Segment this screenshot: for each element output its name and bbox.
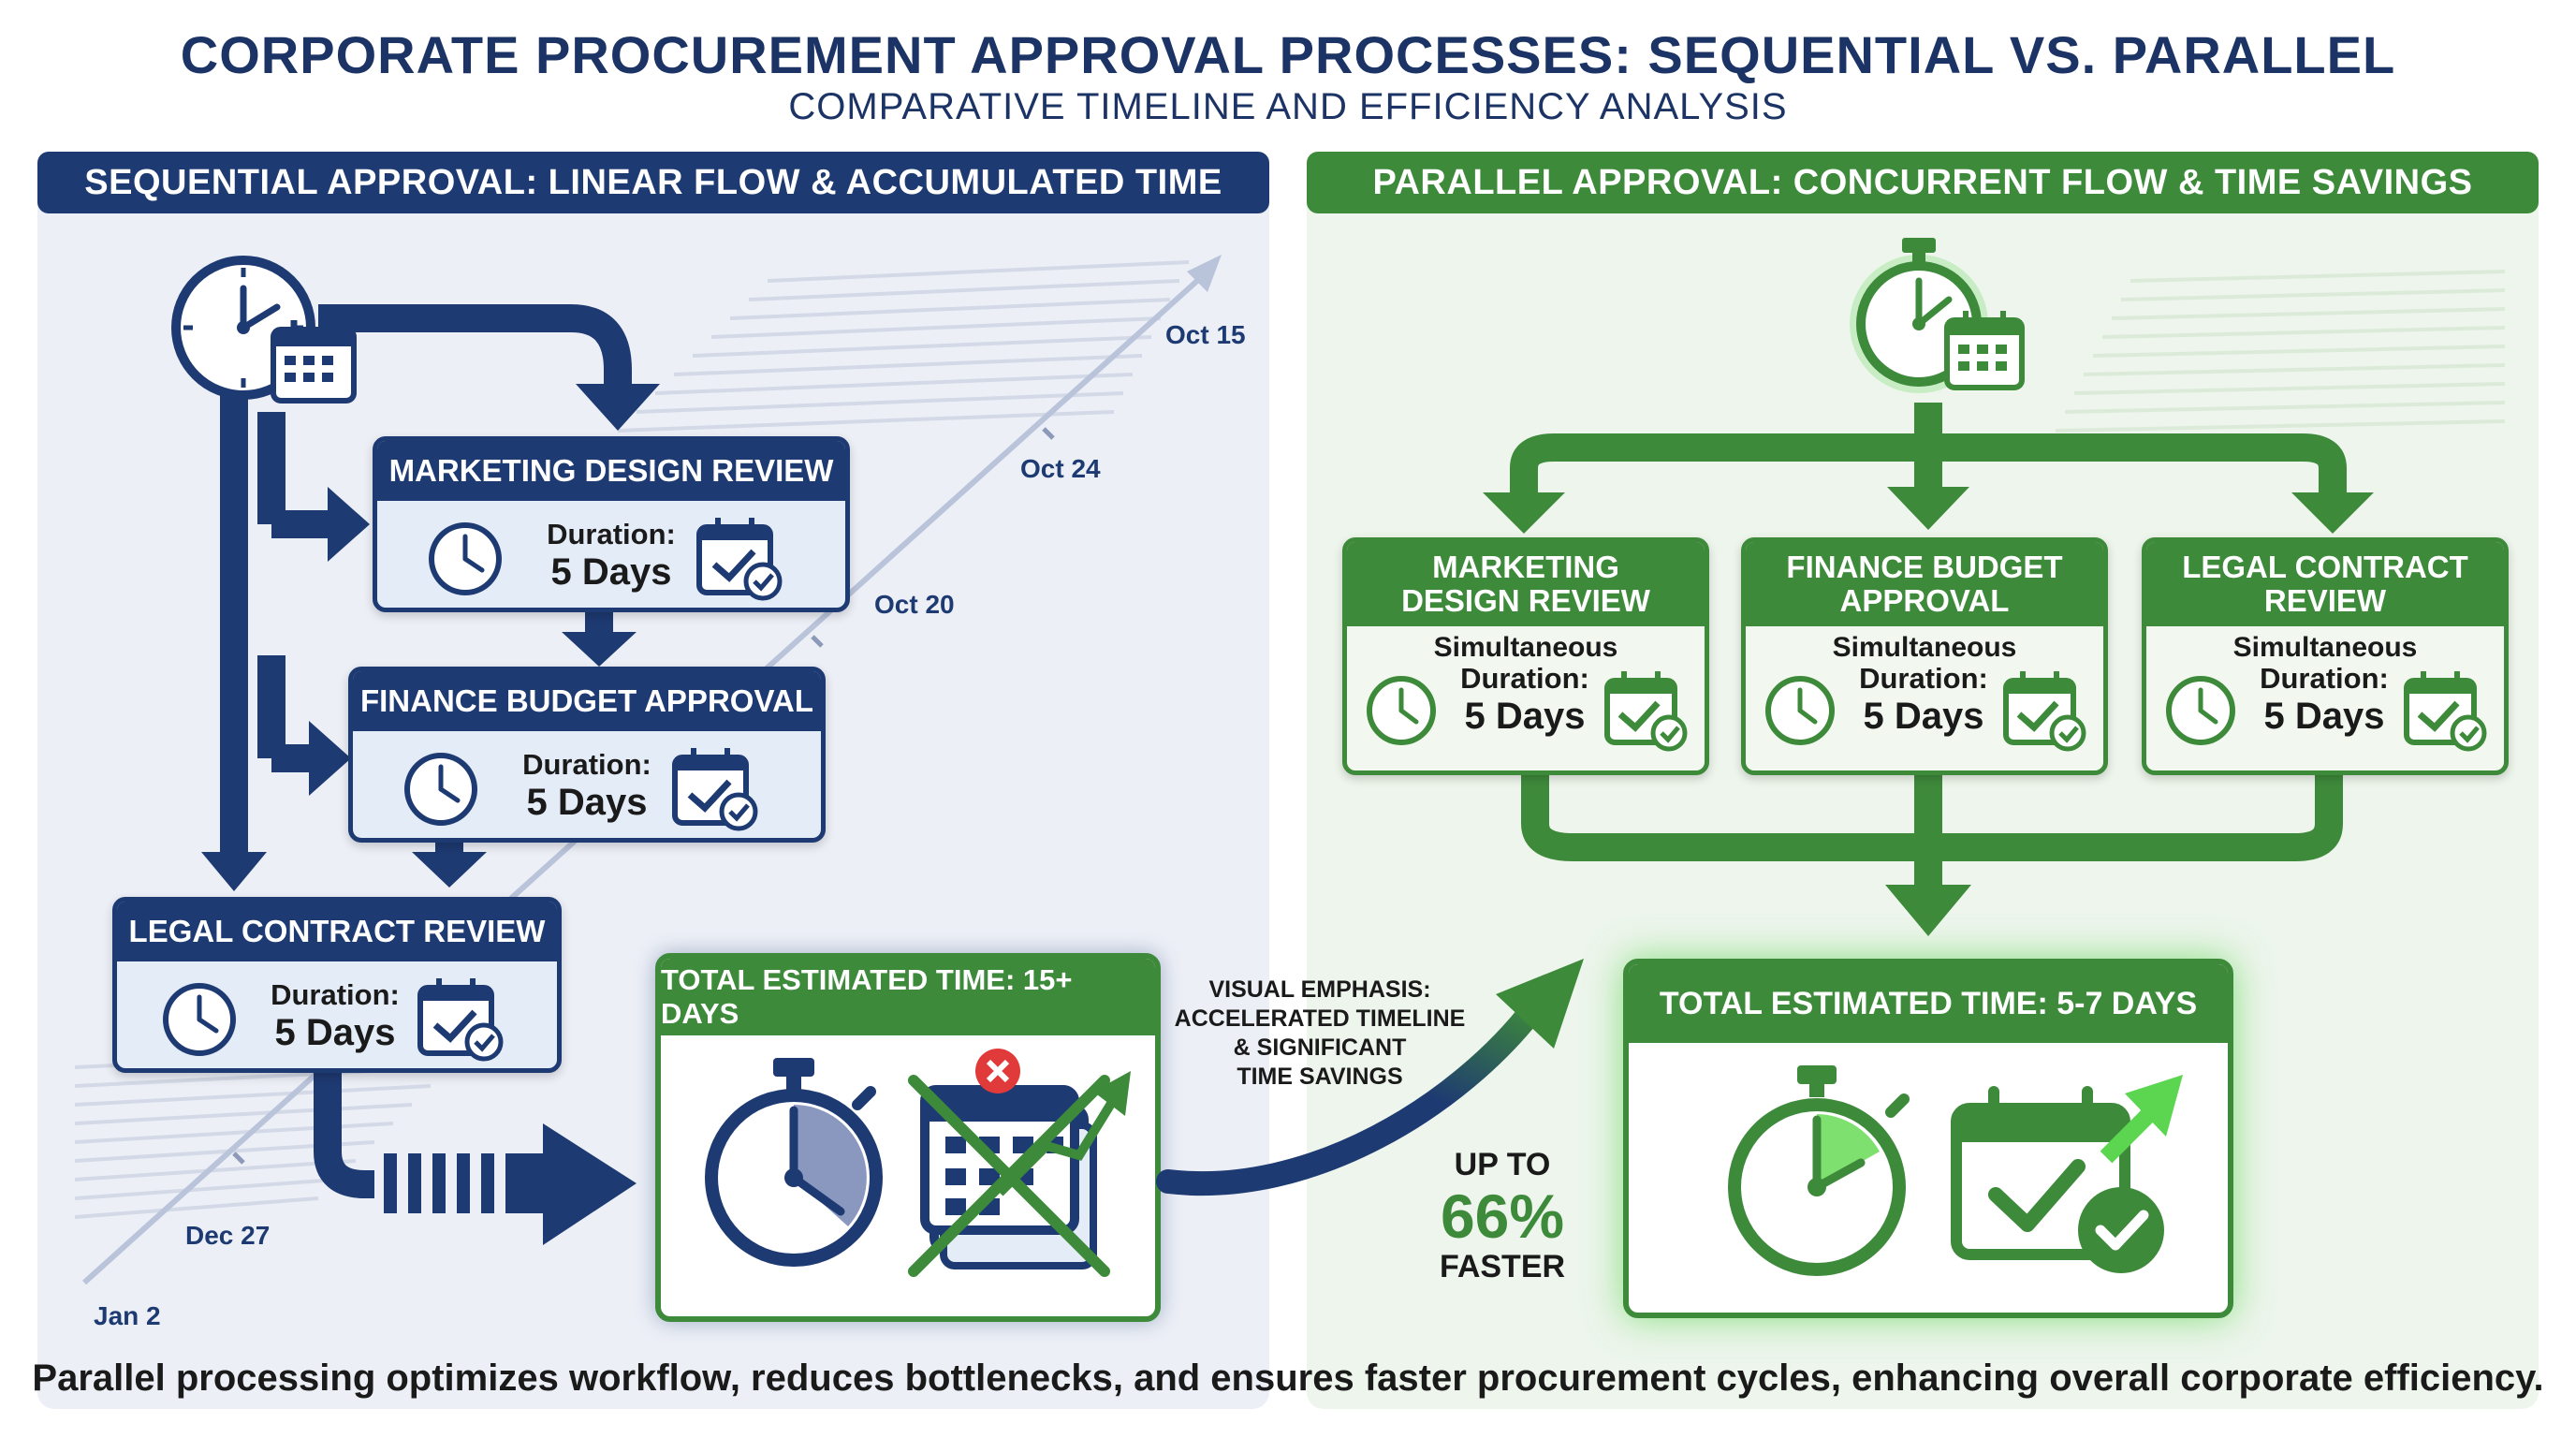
timeline-date: Oct 24 (1020, 454, 1101, 483)
sequential-step-marketing: MARKETING DESIGN REVIEW Duration: 5 Days (373, 436, 850, 612)
footer-summary: Parallel processing optimizes workflow, … (32, 1357, 2544, 1399)
simultaneous-note: Simultaneous (2232, 632, 2418, 663)
timeline-date: Oct 15 (1165, 320, 1246, 349)
step-title-line: FINANCE BUDGET (1786, 550, 2063, 584)
duration-value: 5 Days (526, 782, 648, 823)
step-title-line: REVIEW (2263, 583, 2387, 618)
duration-label: Duration: (1460, 662, 1589, 695)
page-subtitle: COMPARATIVE TIMELINE AND EFFICIENCY ANAL… (788, 86, 1788, 127)
calendar-check-icon (2404, 671, 2487, 752)
savings-value: 66% (1440, 1181, 1565, 1251)
emphasis-line: & SIGNIFICANT (1233, 1034, 1407, 1061)
step-title: MARKETING DESIGN REVIEW (377, 441, 845, 501)
savings-callout: UP TO 66% FASTER (1413, 1147, 1591, 1285)
parallel-header: PARALLEL APPROVAL: CONCURRENT FLOW & TIM… (1307, 152, 2539, 213)
calendar-check-icon (2003, 671, 2086, 752)
duration-value: 5 Days (274, 1012, 396, 1053)
calendar-check-icon (672, 748, 758, 831)
clock-icon (404, 753, 477, 826)
duration-value: 5 Days (1863, 696, 1984, 737)
step-title-line: LEGAL CONTRACT (2182, 550, 2468, 584)
calendar-icon (1944, 311, 2025, 390)
calendar-check-icon (696, 518, 783, 601)
calendar-check-icon (417, 978, 504, 1062)
calendar-check-icon (1951, 1075, 2183, 1273)
duration-value: 5 Days (1464, 696, 1586, 737)
timeline-date: Oct 20 (874, 590, 955, 619)
duration-value: 5 Days (2263, 696, 2385, 737)
total-title: TOTAL ESTIMATED TIME: 15+ DAYS (661, 959, 1155, 1035)
timeline-date: Dec 27 (185, 1221, 271, 1250)
clock-icon (163, 983, 236, 1056)
sequential-total-box: TOTAL ESTIMATED TIME: 15+ DAYS (655, 953, 1161, 1322)
duration-label: Duration: (2260, 662, 2389, 695)
step-title: FINANCE BUDGET APPROVAL (353, 671, 821, 731)
visual-emphasis-note: VISUAL EMPHASIS: ACCELERATED TIMELINE & … (1170, 976, 1470, 1092)
simultaneous-note: Simultaneous (1433, 632, 1618, 663)
step-title: LEGAL CONTRACT REVIEW (117, 902, 557, 961)
step-title-line: MARKETING (1432, 550, 1619, 584)
parallel-total-box: TOTAL ESTIMATED TIME: 5-7 DAYS (1623, 959, 2233, 1318)
duration-label: Duration: (547, 518, 676, 550)
step-title-line: DESIGN REVIEW (1401, 583, 1650, 618)
emphasis-line: VISUAL EMPHASIS: (1208, 976, 1431, 1003)
duration-label: Duration: (271, 978, 400, 1011)
clock-icon (429, 522, 502, 595)
sequential-header: SEQUENTIAL APPROVAL: LINEAR FLOW & ACCUM… (37, 152, 1269, 213)
cancel-icon (975, 1049, 1020, 1093)
duration-value: 5 Days (550, 551, 672, 593)
stopwatch-icon (705, 1058, 883, 1267)
total-title: TOTAL ESTIMATED TIME: 5-7 DAYS (1629, 964, 2228, 1043)
emphasis-line: ACCELERATED TIMELINE (1174, 1005, 1466, 1032)
duration-label: Duration: (1859, 662, 1988, 695)
parallel-hatching (2055, 270, 2506, 433)
simultaneous-note: Simultaneous (1832, 632, 2017, 663)
page-title: CORPORATE PROCUREMENT APPROVAL PROCESSES… (180, 25, 2396, 84)
clock-icon (1765, 676, 1835, 745)
calendar-icon (908, 1071, 1131, 1277)
calendar-icon (271, 320, 357, 404)
sequential-step-finance: FINANCE BUDGET APPROVAL Duration: 5 Days (348, 667, 826, 843)
emphasis-line: TIME SAVINGS (1237, 1064, 1403, 1090)
calendar-check-icon (1604, 671, 1688, 752)
stopwatch-icon (1728, 1065, 1910, 1276)
savings-suffix: FASTER (1439, 1249, 1566, 1284)
timeline-date: Jan 2 (94, 1301, 161, 1330)
duration-label: Duration: (522, 748, 651, 781)
clock-icon (1367, 676, 1436, 745)
clock-icon (2166, 676, 2235, 745)
savings-prefix: UP TO (1454, 1147, 1551, 1182)
step-title-line: APPROVAL (1839, 583, 2010, 618)
sequential-step-legal: LEGAL CONTRACT REVIEW Duration: 5 Days (112, 897, 562, 1073)
